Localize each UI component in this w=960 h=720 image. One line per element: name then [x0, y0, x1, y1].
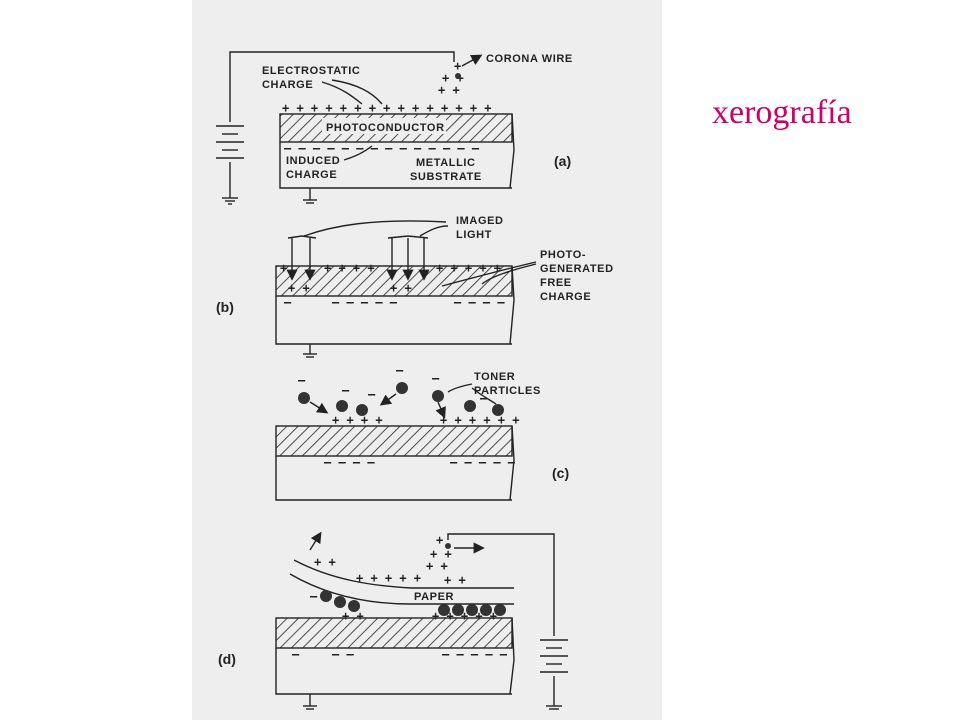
panel-b-label: (b): [216, 299, 234, 315]
free-label: FREE: [540, 277, 572, 289]
corona-wire-dot: [455, 73, 461, 79]
svg-text:+ +: + +: [438, 83, 460, 97]
svg-text:– –: – –: [332, 647, 354, 661]
battery-icon-d: [540, 639, 568, 673]
metallic-label: METALLIC: [416, 157, 476, 169]
toner-particle: [298, 392, 310, 404]
svg-text:–: –: [298, 373, 306, 387]
panel-a-circuit-wire: [229, 51, 455, 122]
electrostatic-charge-label: CHARGE: [262, 79, 313, 91]
svg-text:–: –: [480, 391, 488, 405]
photoconductor-label: PHOTOCONDUCTOR: [326, 122, 445, 134]
svg-text:+ +: + +: [288, 281, 310, 295]
paper-label: PAPER: [414, 591, 454, 603]
substrate-label: SUBSTRATE: [410, 171, 482, 183]
latent-image-positive: + + + +: [332, 413, 383, 427]
panel-b: IMAGED LIGHT + + + + + + + + + + + + + +…: [216, 215, 614, 358]
xerography-figure: + + + + + CORONA WIRE ELECTROSTATIC CHAR…: [192, 0, 662, 720]
svg-text:– – – –: – – – –: [454, 295, 505, 309]
svg-text:–: –: [292, 647, 300, 661]
svg-text:+ + + + +: + + + + +: [356, 571, 421, 585]
photoconductor-layer-b: [275, 265, 513, 297]
battery-icon: [216, 125, 244, 159]
transferred-toner: [320, 590, 332, 602]
induced-label: INDUCED: [286, 155, 340, 167]
svg-text:–: –: [284, 295, 292, 309]
svg-text:+: +: [436, 533, 443, 547]
panel-d-circuit-wire: [447, 533, 555, 636]
corona-wire-label: CORONA WIRE: [486, 53, 573, 65]
svg-text:+ + + + + +: + + + + + +: [440, 413, 519, 427]
svg-text:– – – – –: – – – – –: [332, 295, 398, 309]
induced-charge-label: CHARGE: [286, 169, 337, 181]
toner-label: TONER: [474, 371, 515, 383]
svg-text:–: –: [368, 387, 376, 401]
photo-label: PHOTO-: [540, 249, 586, 261]
generated-label: GENERATED: [540, 263, 614, 275]
metallic-substrate: [279, 142, 512, 189]
svg-text:–: –: [342, 383, 350, 397]
svg-text:+ +: + +: [390, 281, 412, 295]
svg-text:– – – –: – – – –: [324, 455, 375, 469]
panel-c: TONER PARTICLES – – – – – – + + + + + + …: [275, 363, 569, 501]
svg-text:–: –: [310, 589, 318, 603]
particles-label: PARTICLES: [474, 385, 541, 397]
svg-text:+ +: + +: [444, 573, 466, 587]
corona-wire-arrow: [461, 54, 483, 67]
surface-positive-charges: + + + + + + + + + + + + + + +: [282, 101, 492, 115]
free-charge-label: CHARGE: [540, 291, 591, 303]
xerography-diagram: + + + + + CORONA WIRE ELECTROSTATIC CHAR…: [216, 51, 614, 710]
svg-text:– – – – –: – – – – –: [442, 647, 508, 661]
panel-a-label: (a): [554, 153, 571, 169]
photoconductor-layer-c: [275, 425, 513, 457]
svg-text:– – – – –: – – – – –: [450, 455, 516, 469]
electrostatic-label: ELECTROSTATIC: [262, 65, 360, 77]
light-label: LIGHT: [456, 229, 492, 241]
slide-title: xerografía: [712, 94, 852, 131]
photoconductor-layer-d: [275, 617, 513, 649]
panel-d: + + + + + PAPER + + + + + + + + + – +: [218, 531, 568, 710]
svg-text:–: –: [432, 371, 440, 385]
imaged-label: IMAGED: [456, 215, 504, 227]
panel-c-label: (c): [552, 465, 569, 481]
svg-text:+ +: + +: [430, 547, 452, 561]
svg-text:–: –: [396, 363, 404, 377]
panel-a: + + + + + CORONA WIRE ELECTROSTATIC CHAR…: [216, 51, 573, 205]
ground-icon: [222, 197, 238, 205]
svg-text:+ +: + +: [314, 555, 336, 569]
corona-plus: +: [454, 59, 461, 73]
panel-d-label: (d): [218, 651, 236, 667]
induced-negative-charges: – – – – – – – – – – – – – –: [284, 141, 480, 155]
svg-text:+ +: + +: [426, 559, 448, 573]
paper-sheet: [293, 559, 514, 589]
